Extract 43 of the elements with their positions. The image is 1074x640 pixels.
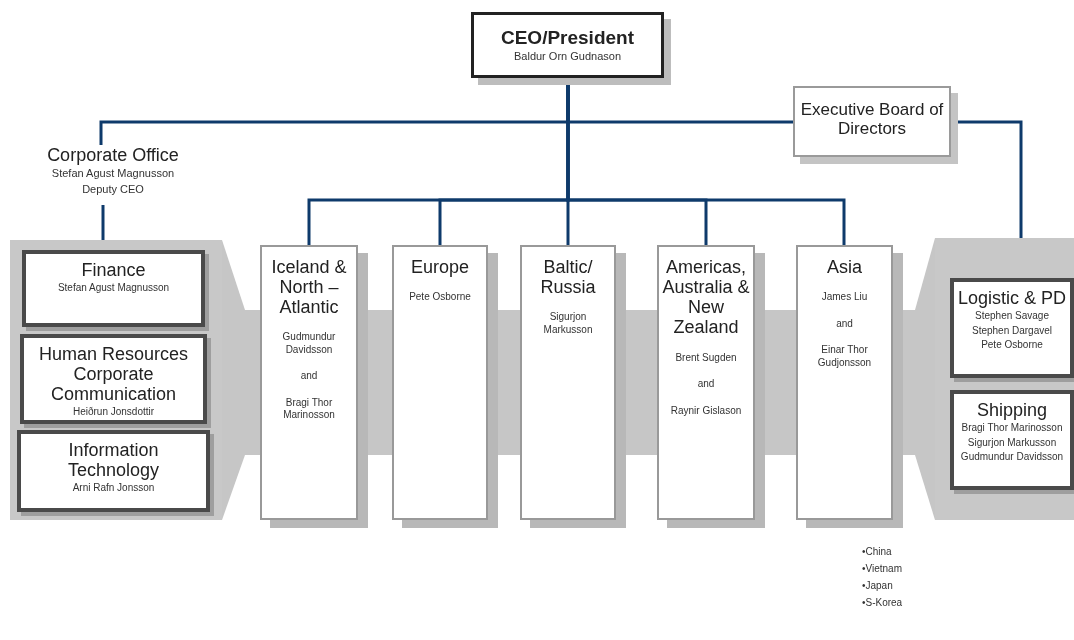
person-name: Brent Sugden: [675, 351, 737, 365]
person-name: Einar Thor Gudjonsson: [816, 344, 873, 370]
unit-title: Europe: [410, 257, 469, 278]
person-name: Gudmundur Davidsson: [281, 331, 337, 357]
person-name: Deputy CEO: [82, 182, 144, 197]
person-name: and: [836, 317, 853, 331]
person-name: and: [300, 370, 318, 383]
person-name: Stephen Savage: [975, 310, 1049, 323]
person-name: Bragi Thor Marinosson: [961, 422, 1063, 435]
list-item: •Japan: [862, 580, 893, 591]
unit-title: Logistic & PD: [957, 288, 1066, 309]
person-name: Stephen Dargavel: [971, 324, 1053, 338]
unit-title: Americas, Australia & New Zealand: [661, 257, 751, 338]
unit-title: Iceland & North – Atlantic: [270, 257, 348, 318]
department-panel: [10, 240, 222, 520]
person-name: James Liu: [821, 291, 868, 304]
person-name: Pete Osborne: [981, 339, 1043, 352]
person-name: Stefan Agust Magnusson: [51, 167, 175, 181]
person-name: Arni Rafn Jonsson: [72, 482, 155, 495]
person-name: Heiðrun Jonsdottir: [72, 406, 155, 419]
unit-title: Asia: [827, 257, 862, 278]
person-name: Stefan Agust Magnusson: [57, 282, 170, 295]
person-name: Raynir Gislason: [670, 404, 742, 418]
person-name: Bragi Thor Marinosson: [282, 396, 336, 422]
person-name: Sigurjon Markusson: [967, 436, 1057, 450]
person-name: Gudmundur Davidsson: [960, 451, 1064, 464]
department-panel: [935, 238, 1074, 520]
unit-title: CEO/President: [500, 27, 634, 49]
list-item: •S-Korea: [862, 597, 903, 608]
person-name: Sigurjon Markusson: [542, 311, 594, 337]
list-item: •China: [862, 546, 892, 557]
unit-title: Shipping: [976, 400, 1048, 421]
unit-title: Baltic/ Russia: [539, 257, 597, 298]
person-name: Pete Osborne: [409, 291, 471, 304]
person-name: and: [697, 378, 715, 391]
list-item: •Vietnam: [862, 563, 902, 574]
person-name: Baldur Orn Gudnason: [514, 50, 621, 64]
unit-title: Finance: [81, 260, 146, 281]
unit-title: Corporate Office: [47, 145, 179, 166]
connector-line: [101, 205, 105, 240]
unit-title: Information Technology: [66, 440, 161, 481]
unit-title: Executive Board of Directors: [799, 100, 945, 139]
unit-title: Human Resources Corporate Communication: [37, 344, 190, 405]
